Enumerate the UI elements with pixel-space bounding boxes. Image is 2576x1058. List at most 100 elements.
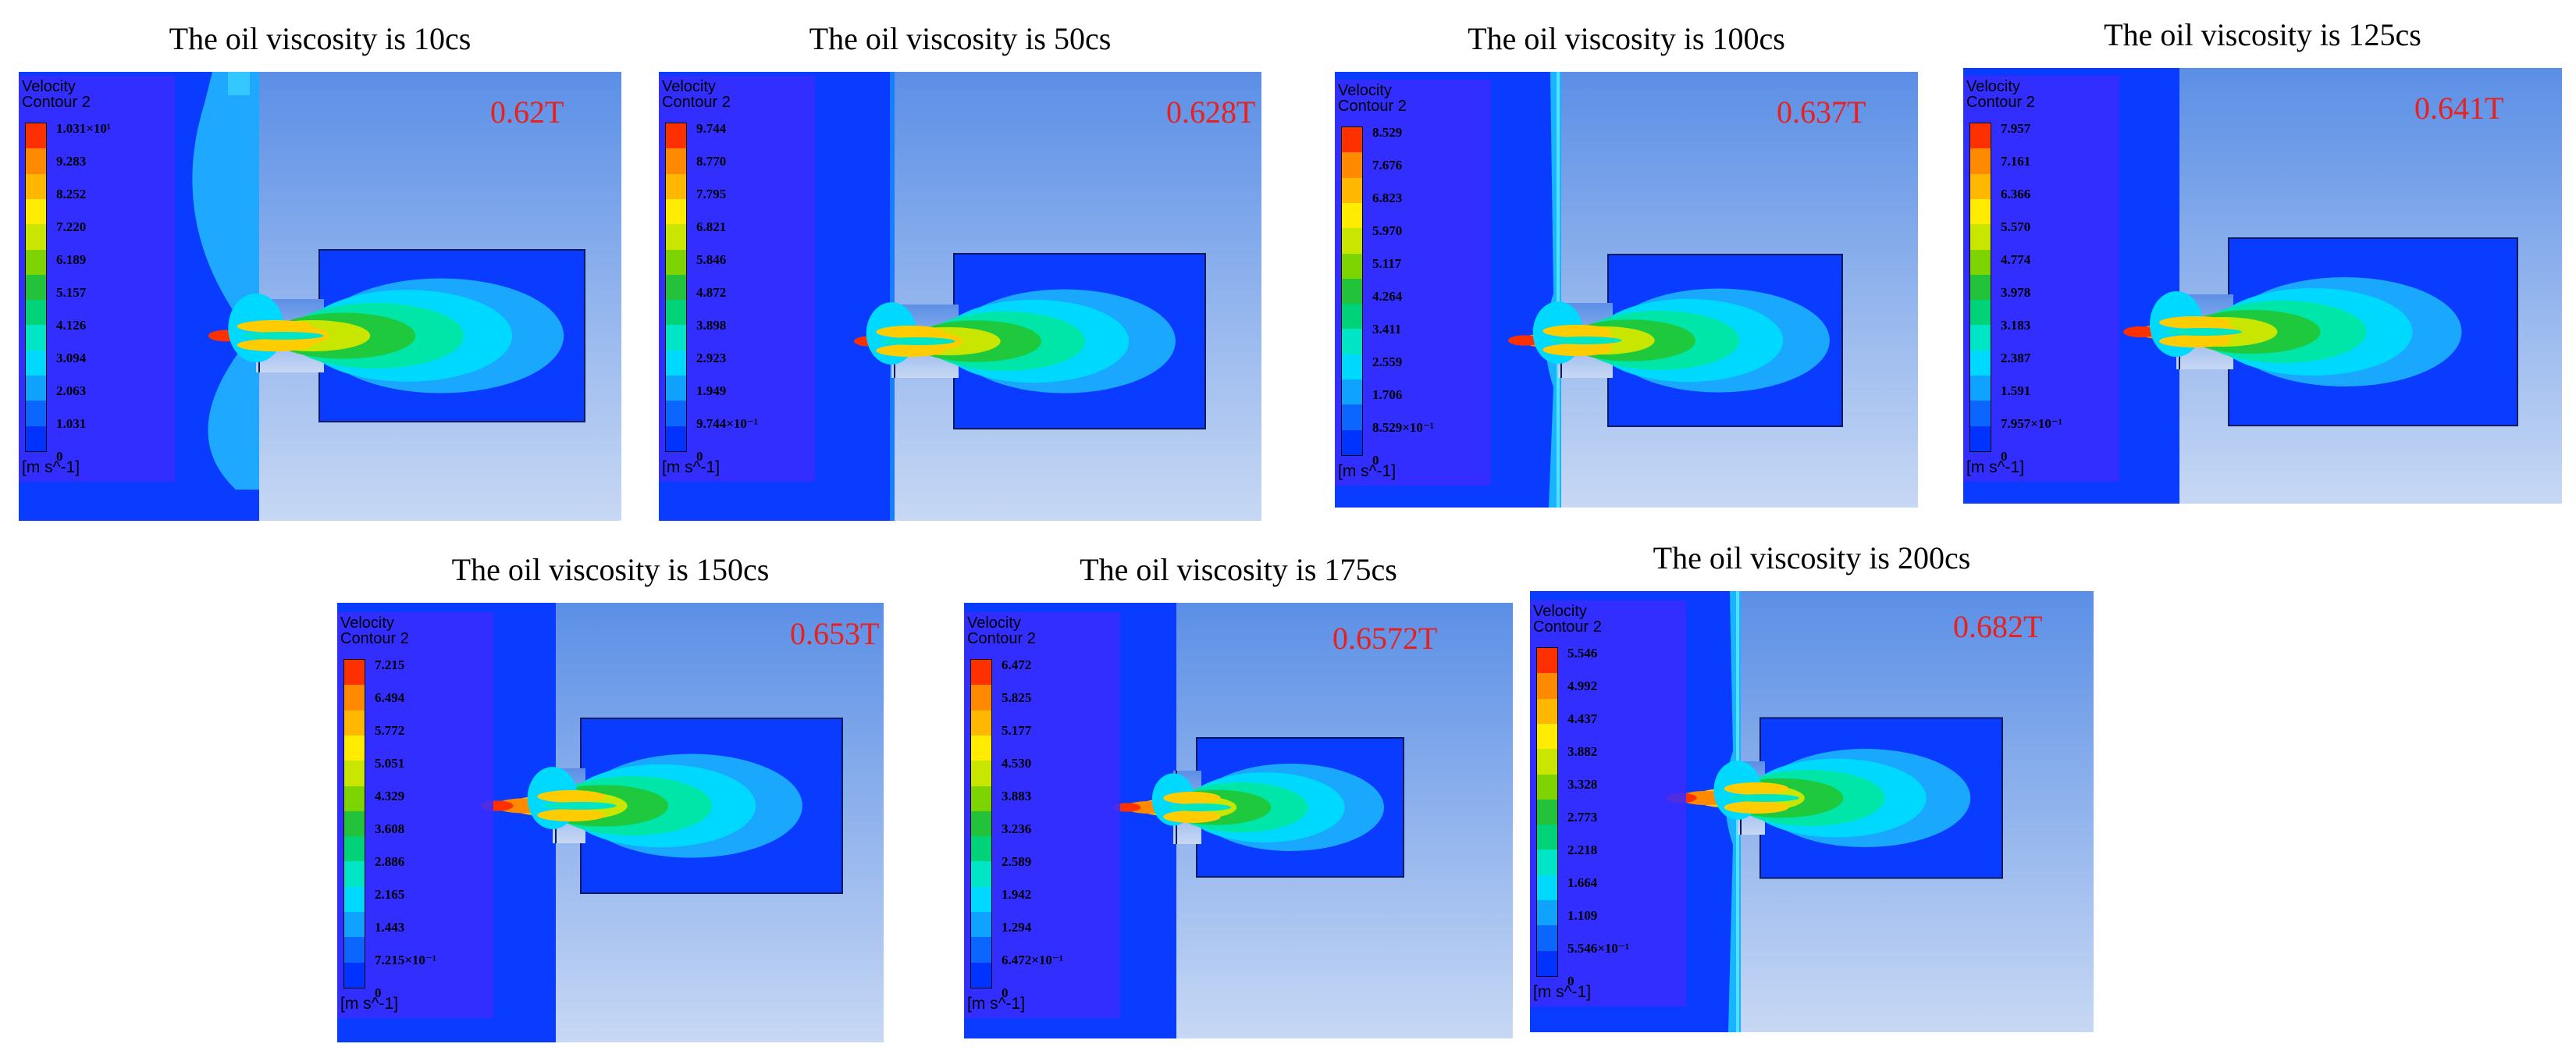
magnetic-field-label: 0.653T [790,616,880,651]
legend-tick-label: 7.795 [696,187,727,201]
magnetic-field-label: 0.682T [1953,609,2043,644]
legend-band [1342,278,1362,305]
legend-tick-label: 4.992 [1567,679,1598,693]
legend-band [1342,227,1362,254]
legend-tick-label: 7.215×10⁻¹ [375,953,437,967]
legend-tick-label: 0 [1372,453,1379,468]
legend-band [1537,875,1557,901]
panel-title: The oil viscosity is 150cs [451,552,770,587]
legend-band [1970,173,1991,199]
legend-tick-label: 1.942 [1002,887,1032,902]
legend-tick-label: 4.437 [1567,711,1598,726]
legend-band [666,375,686,401]
legend-band [1342,126,1362,153]
legend-band [971,735,991,761]
legend-title-line2: Contour 2 [967,630,1036,647]
legend-tick-label: 6.472 [1002,657,1032,672]
legend-tick-label: 5.546 [1567,646,1598,661]
panel-title: The oil viscosity is 50cs [809,21,1112,56]
legend-band [344,936,365,963]
legend-unit: [m s^-1] [1966,458,2025,476]
legend-tick-label: 5.846 [696,252,727,267]
legend-tick-label: 1.706 [1372,387,1403,402]
legend-tick-label: 9.744×10⁻¹ [696,416,759,431]
legend-band [1342,177,1362,203]
legend-band [26,198,46,225]
legend-tick-label: 6.823 [1372,191,1403,205]
legend-title-line1: Velocity [22,78,76,95]
legend-title-line1: Velocity [340,614,394,632]
legend-tick-label: 5.772 [375,723,405,738]
legend-band [1342,328,1362,354]
legend-tick-label: 0 [696,449,703,464]
legend-band [1342,354,1362,380]
legend-tick-label: 1.109 [1567,908,1598,923]
legend-band [344,911,365,938]
legend-band [1970,123,1991,149]
legend-band [971,785,991,811]
legend-band [971,659,991,686]
legend-band [344,735,365,761]
legend-band [1970,249,1991,275]
legend-tick-label: 6.821 [696,219,727,234]
legend-tick-label: 7.220 [56,219,87,234]
legend-title-line1: Velocity [1966,78,2020,95]
legend-tick-label: 5.570 [2001,219,2031,234]
legend-tick-label: 4.126 [56,318,87,333]
contour-panel-5: The oil viscosity is 150cs 0.653T Velocity… [337,552,884,1042]
legend-band [26,375,46,401]
legend-band [1970,299,1991,326]
legend-band [26,123,46,149]
legend-band [26,324,46,351]
legend-band [344,710,365,736]
legend-tick-label: 0 [1567,974,1574,989]
legend-tick-label: 2.063 [56,383,87,398]
legend-band [1970,274,1991,301]
legend-band [26,426,46,451]
legend-tick-label: 7.161 [2001,154,2031,169]
legend-band [26,249,46,275]
legend-band [1342,429,1362,455]
legend-band [1342,379,1362,405]
legend-band [1537,924,1557,951]
legend-tick-label: 0 [2001,449,2008,464]
legend-band [1970,223,1991,250]
legend-band [971,810,991,837]
legend-tick-label: 1.031×10¹ [56,121,112,136]
legend-tick-label: 6.366 [2001,187,2031,201]
legend-band [1970,350,1991,376]
legend-band [666,350,686,376]
legend-band [344,810,365,837]
legend-tick-label: 2.559 [1372,354,1403,369]
legend-tick-label: 0 [1002,985,1009,1000]
legend-band [26,350,46,376]
legend-band [344,962,365,988]
legend-tick-label: 8.529 [1372,125,1403,140]
legend-title-line2: Contour 2 [340,630,409,647]
legend-band [666,324,686,351]
legend-tick-label: 2.886 [375,854,405,869]
legend-band [26,223,46,250]
legend-tick-label: 8.770 [696,154,727,169]
legend-band [971,962,991,988]
legend-tick-label: 2.773 [1567,810,1598,825]
legend-tick-label: 8.252 [56,187,87,201]
panel-title: The oil viscosity is 10cs [169,21,471,56]
legend-band [1970,426,1991,451]
legend-tick-label: 3.882 [1567,744,1598,759]
